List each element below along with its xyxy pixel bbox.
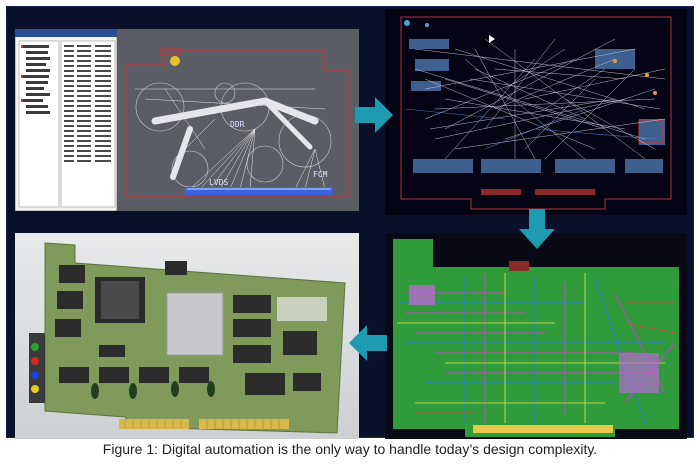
board-3d-render [15,233,359,439]
arrow-down-icon [519,209,555,249]
arrow-right-icon [355,97,393,133]
rats-nest-routing-view [385,9,687,215]
figure-panel: DDR LVDS FCM [6,6,694,439]
region-label-fcm: FCM [313,170,328,179]
placement-tool-screenshot: DDR LVDS FCM [15,29,359,211]
region-label-lvds: LVDS [209,178,228,187]
figure-caption: Figure 1: Digital automation is the only… [102,441,598,457]
routed-pcb-layout [385,233,687,439]
arrow-left-icon [349,325,387,361]
region-label-ddr: DDR [230,120,245,129]
